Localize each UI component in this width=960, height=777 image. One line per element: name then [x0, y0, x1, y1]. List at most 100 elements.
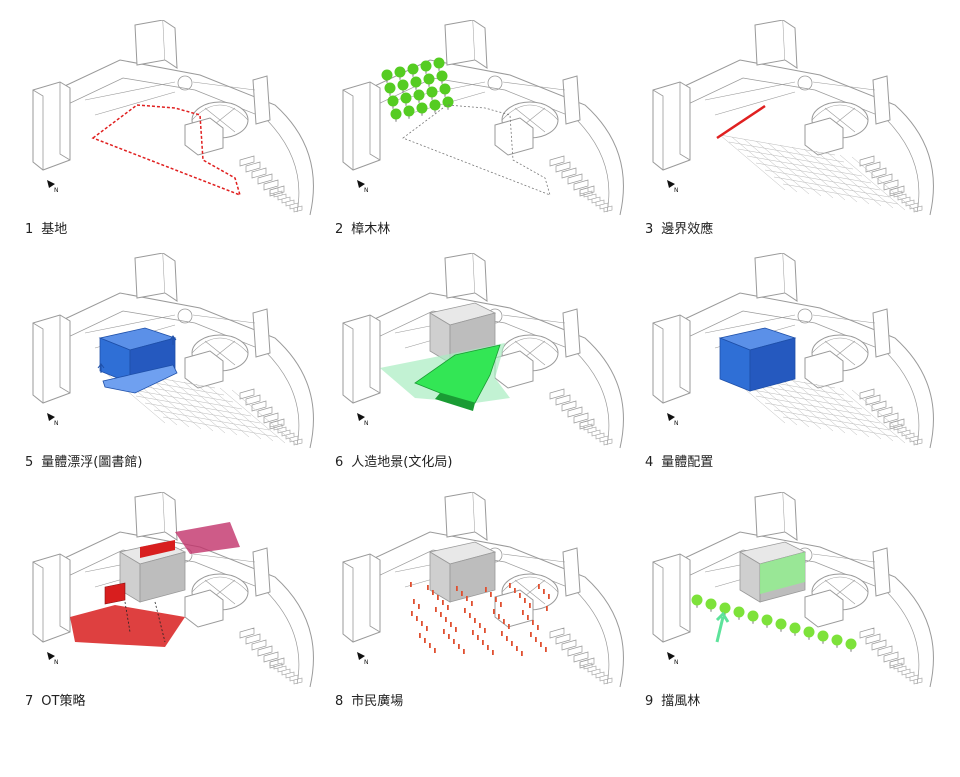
tower-building	[444, 20, 476, 66]
library-base-slab	[102, 364, 178, 394]
north-label: N	[364, 420, 369, 427]
citizen-figure-icon	[453, 639, 455, 644]
panel-number: 2	[335, 222, 344, 237]
tree-icon	[420, 60, 432, 72]
site-axonometric: N	[342, 253, 624, 449]
citizen-figure-icon	[530, 632, 532, 637]
citizen-figure-icon	[413, 599, 415, 604]
tree-icon	[436, 70, 448, 82]
tree-icon	[397, 79, 409, 91]
panel-caption: 3 邊界效應	[645, 218, 713, 237]
panel-number: 4	[645, 455, 654, 470]
citizen-figure-icon	[508, 624, 510, 629]
ot-plaza-zone	[175, 522, 240, 554]
small-building	[184, 350, 224, 389]
ot-box	[104, 582, 126, 605]
panel-number: 5	[25, 455, 34, 470]
tree-icon	[381, 69, 393, 81]
tree-icon	[410, 76, 422, 88]
citizen-figure-icon	[447, 605, 449, 610]
citizen-figure-icon	[456, 586, 458, 591]
tower-building	[754, 253, 786, 299]
citizen-figure-icon	[424, 638, 426, 643]
stepped-blocks	[859, 388, 905, 430]
small-building	[804, 589, 844, 628]
citizen-figure-icon	[432, 590, 434, 595]
citizen-figure-icon	[545, 647, 547, 652]
panel-label: 基地	[41, 222, 68, 237]
tower-side	[162, 20, 178, 69]
citizen-figure-icon	[458, 644, 460, 649]
north-arrow-icon	[667, 180, 675, 188]
tree-icon	[747, 610, 759, 622]
stepped-blocks	[549, 388, 595, 430]
north-label: N	[54, 187, 59, 194]
site-axonometric: N	[32, 253, 314, 449]
edge-blocks	[889, 420, 923, 446]
citizen-figure-icon	[461, 591, 463, 596]
ot-guide-lines	[124, 601, 166, 643]
citizen-figure-icon	[529, 603, 531, 608]
citizen-figure-icon	[521, 651, 523, 656]
left-building-edge	[652, 554, 691, 642]
citizen-figure-icon	[443, 629, 445, 634]
site-axonometric: N	[32, 20, 314, 216]
north-arrow-icon	[357, 413, 365, 421]
citizen-figure-icon	[506, 636, 508, 641]
tower-building	[134, 492, 166, 538]
citizen-figure-icon	[543, 589, 545, 594]
site-boundary-line	[402, 104, 551, 196]
citizen-figure-icon	[487, 645, 489, 650]
small-building	[184, 117, 224, 156]
citizen-figure-icon	[427, 585, 429, 590]
citizen-figure-icon	[437, 595, 439, 600]
citizen-figure-icon	[418, 604, 420, 609]
left-building-edge	[342, 554, 381, 642]
right-tower	[562, 308, 581, 358]
citizen-figure-icon	[464, 608, 466, 613]
panel-label: 邊界效應	[661, 222, 714, 237]
tower-side	[472, 492, 488, 541]
citizen-figure-icon	[493, 609, 495, 614]
citizen-figure-icon	[429, 643, 431, 648]
tree-icon	[705, 598, 717, 610]
panel-label: 市民廣場	[351, 694, 404, 709]
north-label: N	[674, 187, 679, 194]
panel-label: 量體漂浮(圖書館)	[41, 455, 143, 470]
citizen-figure-icon	[426, 626, 428, 631]
roundabout	[797, 75, 813, 91]
ot-ground-zone	[70, 605, 185, 647]
small-building	[804, 350, 844, 389]
citizen-figure-icon	[524, 598, 526, 603]
tree-icon	[394, 66, 406, 78]
tree-icon	[442, 96, 454, 108]
citizen-figure-icon	[474, 618, 476, 623]
tree-icon	[439, 83, 451, 95]
right-tower	[252, 308, 271, 358]
citizen-figure-icon	[410, 582, 412, 587]
citizen-figure-icon	[540, 642, 542, 647]
wind-arrow-icon	[715, 611, 730, 643]
road-lines	[84, 81, 256, 116]
stepped-blocks	[239, 627, 285, 669]
panel-number: 3	[645, 222, 654, 237]
citizen-figure-icon	[485, 587, 487, 592]
landscape-edge	[435, 393, 475, 411]
right-tower	[872, 308, 891, 358]
diagram-panel-5: N 5 量體漂浮(圖書館)	[25, 253, 325, 493]
citizen-figure-icon	[469, 613, 471, 618]
citizen-figure-icon	[503, 619, 505, 624]
stepped-blocks	[549, 155, 595, 197]
tower-building	[134, 253, 166, 299]
citizen-figure-icon	[509, 583, 511, 588]
tree-icon	[845, 638, 857, 650]
citizen-figure-icon	[501, 631, 503, 636]
site-axonometric: N	[32, 492, 314, 688]
